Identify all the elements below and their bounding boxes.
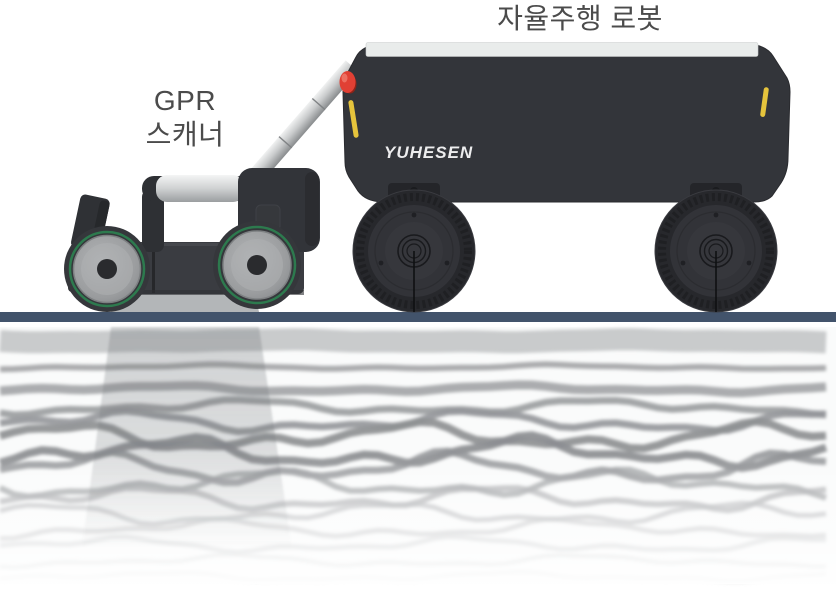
scanner-handle-leg xyxy=(142,190,164,252)
autonomous-robot: YUHESEN xyxy=(339,42,791,313)
scan-beam-underground xyxy=(82,327,292,548)
scanner-deck-shadow xyxy=(92,290,304,295)
scanner-handle-grip xyxy=(156,175,244,202)
estop-button-icon xyxy=(339,71,357,94)
gpr-label-line2: 스캐너 xyxy=(145,119,225,150)
scanner-wheel-front xyxy=(213,221,301,309)
robot-wheel-front xyxy=(352,189,476,313)
robot-label: 자율주행 로봇 xyxy=(497,3,663,34)
scanner-arm xyxy=(241,60,359,191)
yellow-stripe-right xyxy=(760,87,769,117)
scanner-deck-seam xyxy=(152,244,155,293)
gpr-scanner xyxy=(64,60,359,312)
robot-wheel-rear xyxy=(654,189,778,313)
ground-line xyxy=(0,312,836,322)
gpr-scanner-label: GPR 스캐너 xyxy=(105,84,265,152)
scanner-deck-bevel xyxy=(96,243,300,246)
gpr-label-line1: GPR xyxy=(153,85,217,116)
radargram xyxy=(0,327,836,584)
yellow-stripe-left xyxy=(348,100,359,138)
scanner-wheel-rear xyxy=(64,226,150,312)
robot-body xyxy=(342,43,791,203)
robot-top-panel xyxy=(365,42,759,57)
robot-brand-text: YUHESEN xyxy=(384,143,473,162)
